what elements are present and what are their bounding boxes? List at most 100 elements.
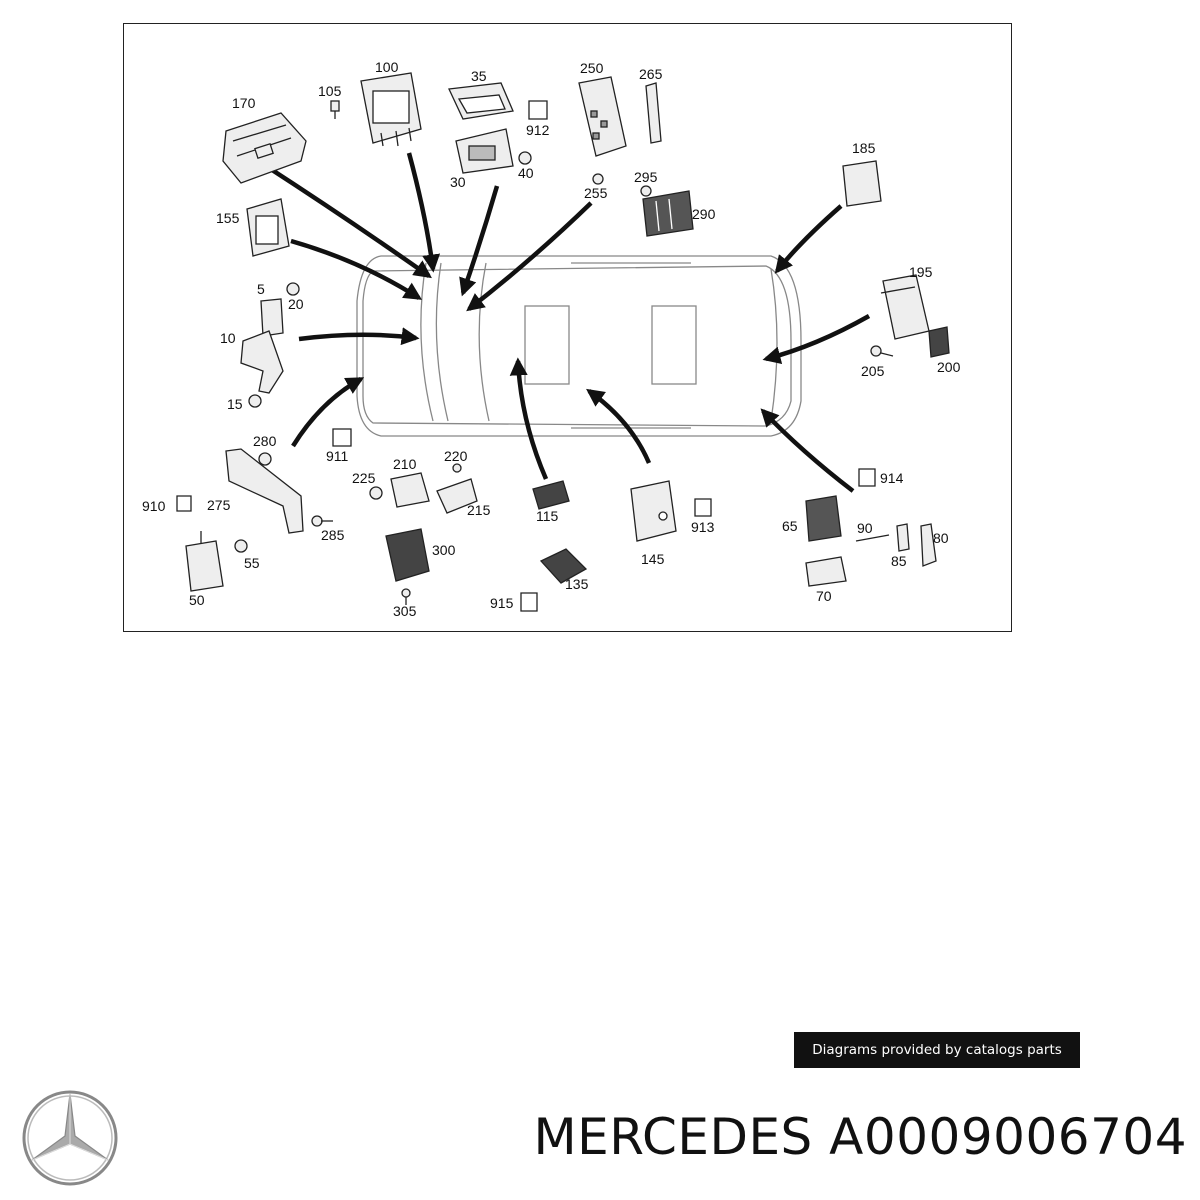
callout-205: 205 xyxy=(861,363,885,379)
arrow-100 xyxy=(406,152,441,273)
callout-65: 65 xyxy=(782,518,798,534)
arrow-170 xyxy=(264,164,432,279)
arrow-280 xyxy=(291,377,365,448)
part-170-ecu xyxy=(222,112,307,184)
credit-text: Diagrams provided by catalogs parts xyxy=(812,1042,1062,1058)
callout-220: 220 xyxy=(444,448,468,464)
part-80-bracket xyxy=(920,523,937,567)
arrow-185 xyxy=(774,204,843,274)
callout-275: 275 xyxy=(207,497,231,513)
part-285-bolt xyxy=(311,515,333,527)
callout-115: 115 xyxy=(536,508,559,524)
callout-913: 913 xyxy=(691,519,715,535)
part-70-cover xyxy=(805,556,847,587)
callout-185: 185 xyxy=(852,140,876,156)
callout-70: 70 xyxy=(816,588,832,604)
part-220-screw xyxy=(452,463,462,473)
part-205-pin xyxy=(870,345,894,357)
part-20-nut xyxy=(286,282,300,296)
callout-80: 80 xyxy=(933,530,949,546)
part-912-connector xyxy=(528,100,548,120)
page-title: MERCEDES A0009006704 xyxy=(533,1108,1187,1166)
part-90-rod xyxy=(855,534,890,542)
part-913-connector xyxy=(694,498,712,517)
part-85-clip xyxy=(896,523,910,552)
part-115-switch xyxy=(532,480,570,510)
part-30-module xyxy=(455,128,514,174)
callout-915: 915 xyxy=(490,595,514,611)
vehicle-outline xyxy=(356,255,802,437)
callout-225: 225 xyxy=(352,470,376,486)
parts-diagram: 100 105 170 35 912 30 40 250 265 255 295… xyxy=(142,59,961,619)
callout-numbers: 100 105 170 35 912 30 40 250 265 255 295… xyxy=(142,59,961,619)
part-10-bracket xyxy=(240,330,284,394)
callout-40: 40 xyxy=(518,165,534,181)
callout-195: 195 xyxy=(909,264,933,280)
arrow-255 xyxy=(466,201,593,312)
callout-265: 265 xyxy=(639,66,663,82)
part-50-module xyxy=(185,531,224,592)
callout-30: 30 xyxy=(450,174,466,190)
callout-215: 215 xyxy=(467,502,491,518)
leader-arrows xyxy=(264,152,871,493)
part-145-module xyxy=(630,480,677,542)
part-265-antenna xyxy=(645,82,662,144)
callout-170: 170 xyxy=(232,95,256,111)
part-210-module xyxy=(390,472,430,508)
callout-290: 290 xyxy=(692,206,716,222)
part-910-connector xyxy=(176,495,192,512)
part-185-module xyxy=(842,160,882,207)
part-300-bracket xyxy=(385,528,430,582)
callout-135: 135 xyxy=(565,576,589,592)
callout-250: 250 xyxy=(580,60,604,76)
callout-145: 145 xyxy=(641,551,665,567)
callout-285: 285 xyxy=(321,527,345,543)
part-40-nut xyxy=(518,151,532,165)
part-135-module xyxy=(539,548,588,584)
callout-910: 910 xyxy=(142,498,166,514)
part-100-ecu xyxy=(360,72,422,147)
part-215-module xyxy=(436,478,478,514)
part-155-module xyxy=(246,198,290,257)
part-sketches xyxy=(176,72,950,612)
arrow-195 xyxy=(762,314,871,365)
callout-50: 50 xyxy=(189,592,205,608)
part-35-bracket xyxy=(448,82,514,120)
part-305-screw xyxy=(401,588,411,605)
part-225-nut xyxy=(369,486,383,500)
credit-banner: Diagrams provided by catalogs parts xyxy=(794,1032,1080,1068)
callout-255: 255 xyxy=(584,185,608,201)
callout-295: 295 xyxy=(634,169,658,185)
part-15-nut xyxy=(248,394,262,408)
arrow-155 xyxy=(290,238,423,300)
part-200-sensor xyxy=(928,326,950,358)
callout-105: 105 xyxy=(318,83,342,99)
callout-100: 100 xyxy=(375,59,399,75)
callout-10: 10 xyxy=(220,330,236,346)
part-911-connector xyxy=(332,428,352,447)
part-915-connector xyxy=(520,592,538,612)
callout-55: 55 xyxy=(244,555,260,571)
callout-300: 300 xyxy=(432,542,456,558)
part-250-module xyxy=(578,76,627,157)
part-295-clip xyxy=(640,185,652,197)
part-914-connector xyxy=(858,468,876,487)
arrow-65 xyxy=(760,408,855,493)
part-105-screw xyxy=(330,100,340,119)
callout-280: 280 xyxy=(253,433,277,449)
callout-914: 914 xyxy=(880,470,904,486)
callout-20: 20 xyxy=(288,296,304,312)
part-55-nut xyxy=(234,539,248,553)
three-pointed-star-icon xyxy=(22,1090,118,1186)
callout-5: 5 xyxy=(257,281,265,297)
part-290-fuse-block xyxy=(642,190,694,237)
arrow-145 xyxy=(586,388,652,464)
arrow-115 xyxy=(509,357,549,480)
callout-90: 90 xyxy=(857,520,873,536)
part-195-module xyxy=(880,274,930,340)
part-65-module xyxy=(805,495,842,542)
part-255-screw xyxy=(592,173,604,185)
arrow-30 xyxy=(459,185,500,297)
callout-210: 210 xyxy=(393,456,417,472)
callout-305: 305 xyxy=(393,603,417,619)
